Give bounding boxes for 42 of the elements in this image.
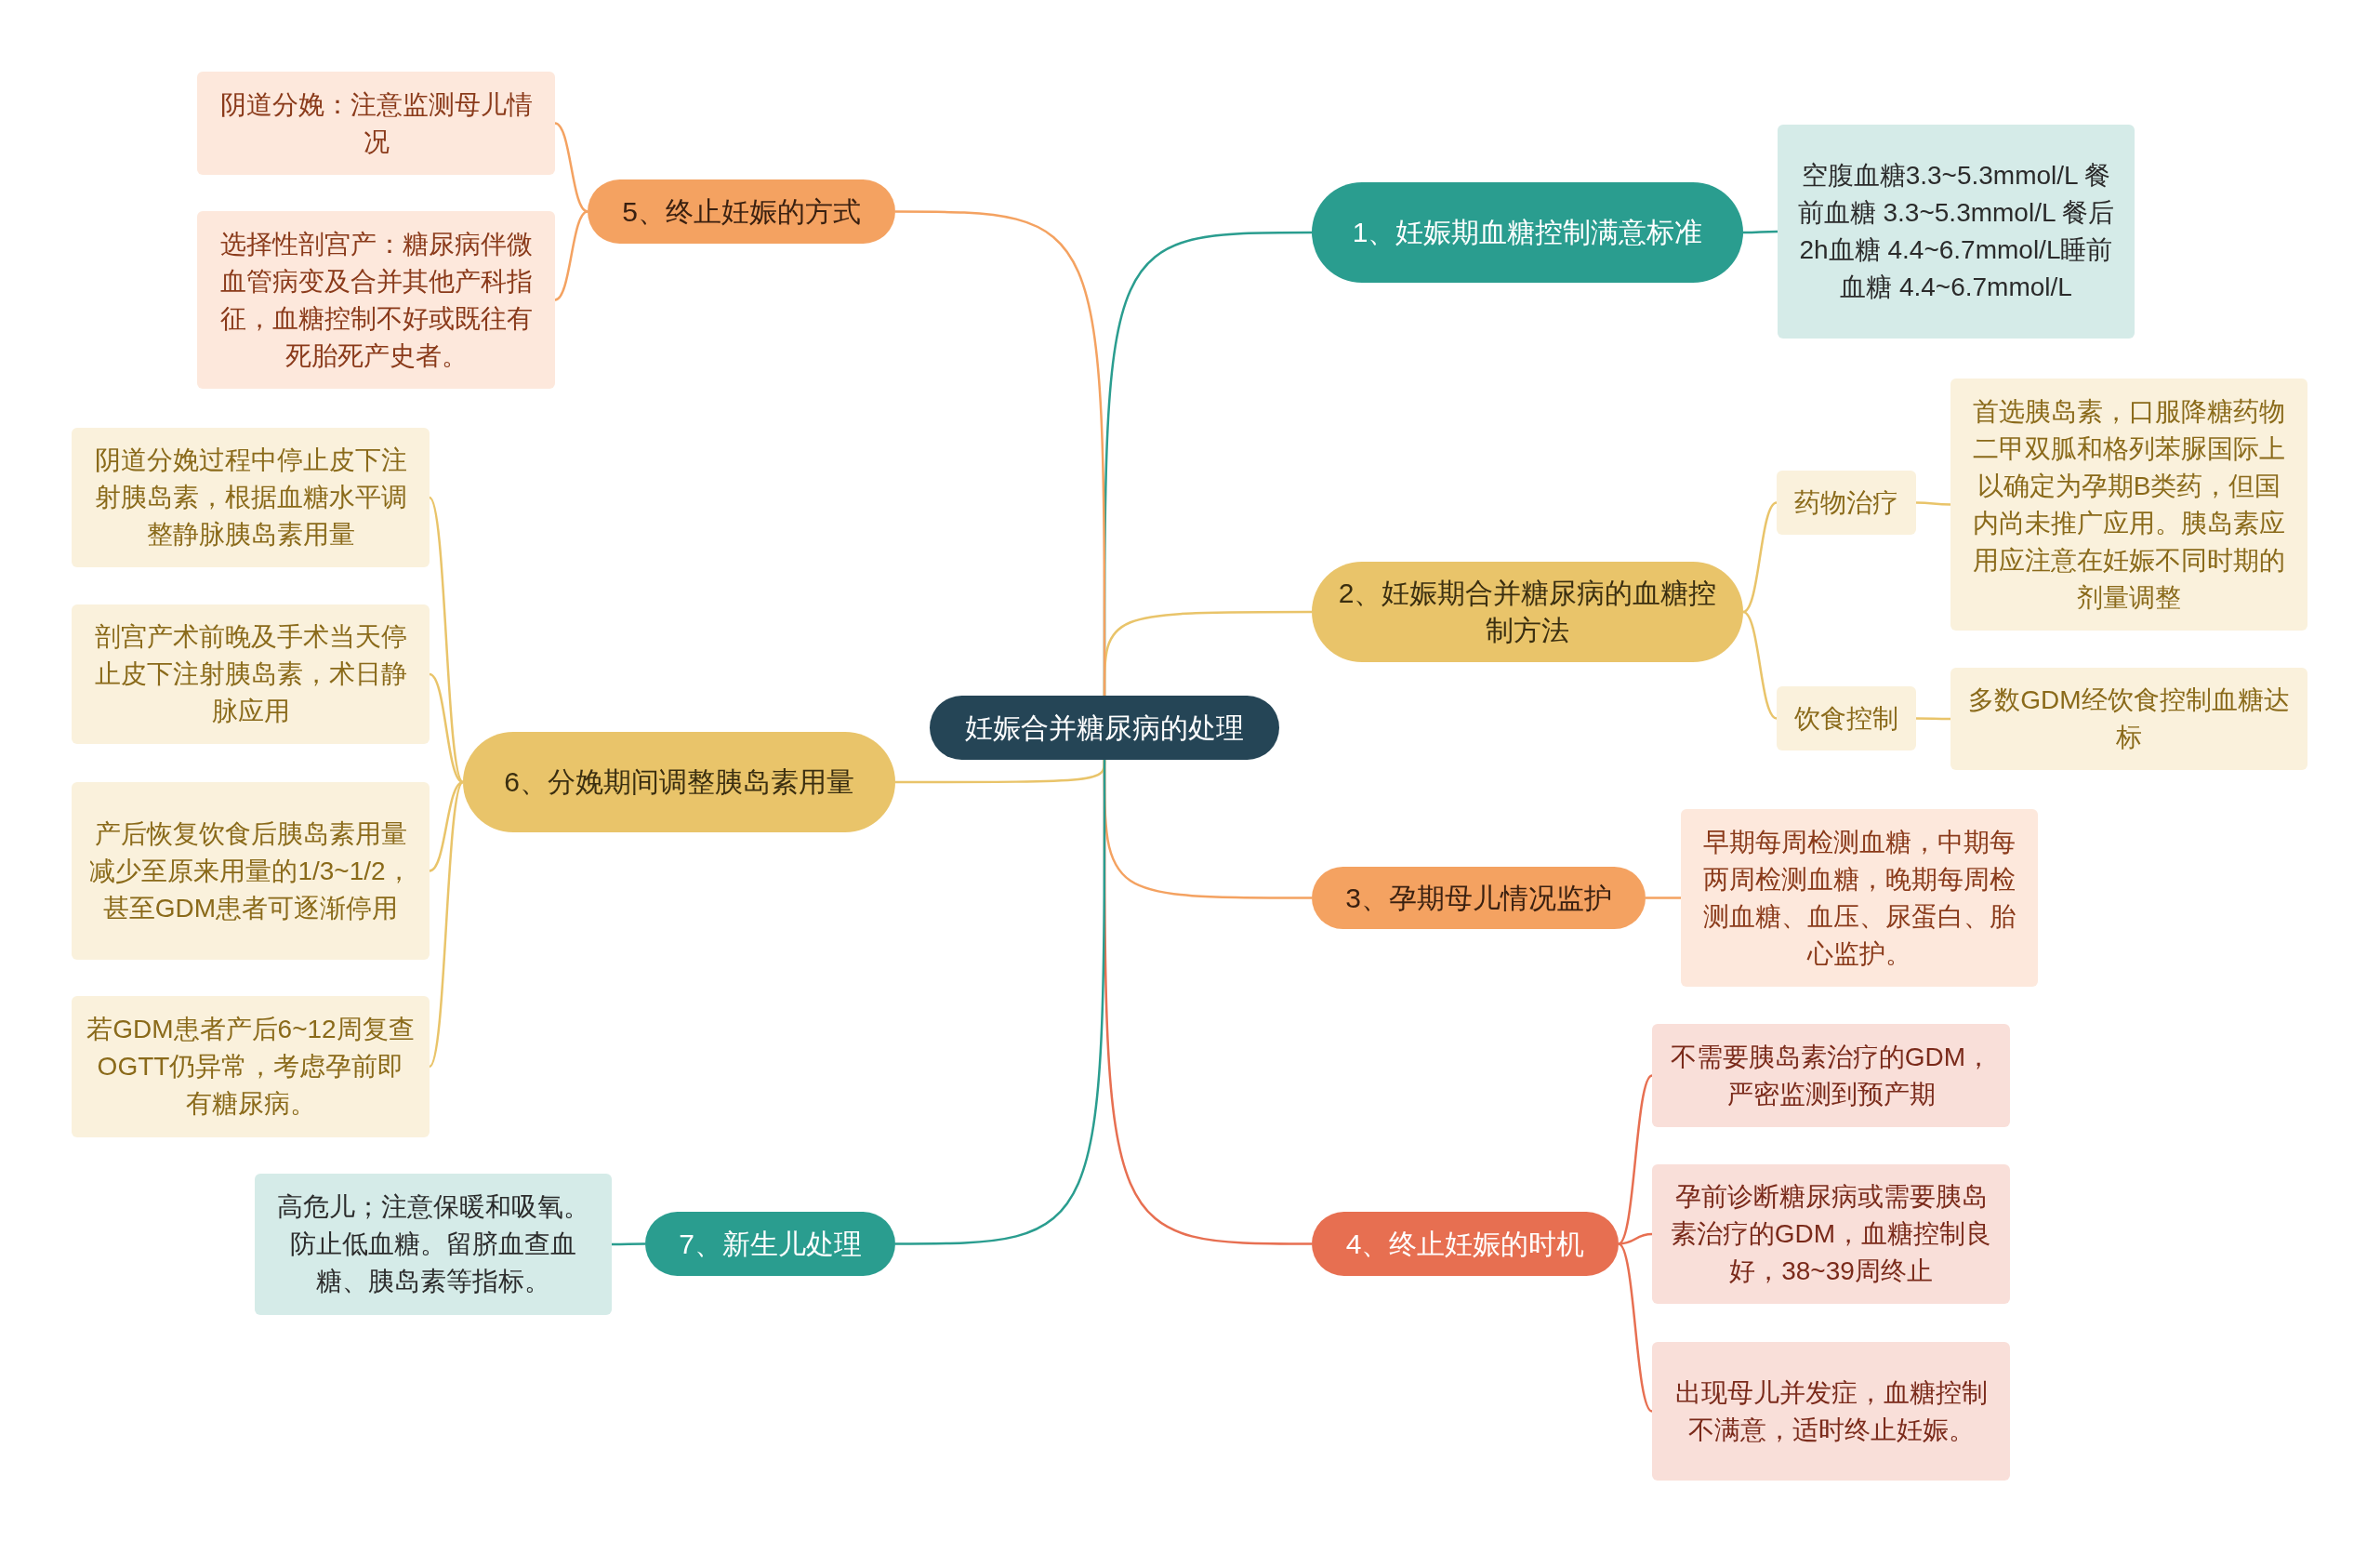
connector xyxy=(1618,1074,1653,1245)
connector xyxy=(1743,230,1778,234)
topic-pill: 7、新生儿处理 xyxy=(645,1212,895,1276)
central-topic: 妊娠合并糖尿病的处理 xyxy=(930,696,1279,760)
note-card: 空腹血糖3.3~5.3mmol/L 餐前血糖 3.3~5.3mmol/L 餐后2h血糖 4.4~6.7mmol/L睡前血糖 4.4~6.7mmol/L xyxy=(1778,125,2135,339)
connector xyxy=(1742,501,1778,614)
connector xyxy=(429,780,464,872)
connector xyxy=(1916,501,1950,506)
connector xyxy=(1646,897,1681,899)
note-card: 阴道分娩过程中停止皮下注射胰岛素，根据血糖水平调整静脉胰岛素用量 xyxy=(72,428,430,567)
connector xyxy=(895,760,1106,1245)
note-card: 若GDM患者产后6~12周复查OGTT仍异常，考虑孕前即有糖尿病。 xyxy=(72,996,430,1137)
topic-pill: 1、妊娠期血糖控制满意标准 xyxy=(1312,182,1743,283)
connector xyxy=(428,781,465,1068)
note-card: 早期每周检测血糖，中期每两周检测血糖，晚期每周检测血糖、血压、尿蛋白、胎心监护。 xyxy=(1681,809,2038,987)
topic-pill: 6、分娩期间调整胰岛素用量 xyxy=(463,732,895,832)
note-card: 阴道分娩：注意监测母儿情况 xyxy=(197,72,555,175)
note-card: 产后恢复饮食后胰岛素用量减少至原来用量的1/3~1/2，甚至GDM患者可逐渐停用 xyxy=(72,782,430,960)
connector xyxy=(429,672,464,784)
note-card: 剖宫产术前晚及手术当天停止皮下注射胰岛素，术日静脉应用 xyxy=(72,604,430,744)
connector xyxy=(1916,717,1950,721)
topic-pill: 4、终止妊娠的时机 xyxy=(1312,1212,1619,1276)
note-card: 高危儿；注意保暖和吸氧。防止低血糖。留脐血查血糖、胰岛素等指标。 xyxy=(255,1174,612,1315)
topic-pill: 3、孕期母儿情况监护 xyxy=(1312,867,1646,929)
connector xyxy=(554,122,588,213)
connector xyxy=(1618,1232,1653,1245)
connector xyxy=(428,497,465,783)
connector xyxy=(1742,610,1778,720)
topic-pill: 2、妊娠期合并糖尿病的血糖控制方法 xyxy=(1312,562,1743,662)
connector xyxy=(1618,1242,1653,1413)
topic-pill: 5、终止妊娠的方式 xyxy=(588,179,895,244)
connector xyxy=(612,1242,645,1246)
note-card: 选择性剖宫产：糖尿病伴微血管病变及合并其他产科指征，血糖控制不好或既往有死胎死产史者。 xyxy=(197,211,555,389)
subtopic-card: 饮食控制 xyxy=(1777,686,1916,750)
note-card: 首选胰岛素，口服降糖药物二甲双胍和格列苯脲国际上以确定为孕期B类药，但国内尚未推广应用。胰岛素应用应注意在妊娠不同时期的剂量调整 xyxy=(1950,379,2307,631)
subtopic-card: 药物治疗 xyxy=(1777,471,1916,535)
note-card: 出现母儿并发症，血糖控制不满意，适时终止妊娠。 xyxy=(1652,1342,2010,1481)
connector xyxy=(895,210,1106,696)
note-card: 不需要胰岛素治疗的GDM，严密监测到预产期 xyxy=(1652,1024,2010,1127)
note-card: 孕前诊断糖尿病或需要胰岛素治疗的GDM，血糖控制良好，38~39周终止 xyxy=(1652,1164,2010,1304)
connector xyxy=(554,210,588,301)
note-card: 多数GDM经饮食控制血糖达标 xyxy=(1950,668,2307,770)
